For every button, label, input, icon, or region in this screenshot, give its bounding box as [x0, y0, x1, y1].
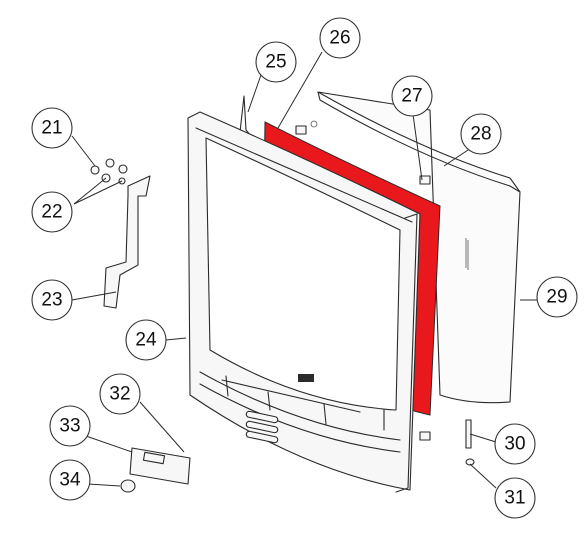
callout-33: 33 [49, 405, 91, 447]
svg-text:24: 24 [135, 330, 157, 351]
callout-27: 27 [391, 75, 433, 117]
hinge-bracket [103, 175, 151, 309]
callout-34: 34 [49, 459, 91, 501]
svg-text:30: 30 [504, 434, 525, 455]
pin-washer [465, 458, 475, 466]
svg-text:21: 21 [41, 118, 62, 139]
svg-text:26: 26 [329, 28, 350, 49]
svg-text:25: 25 [265, 52, 286, 73]
rear-panel [295, 91, 521, 441]
svg-text:28: 28 [470, 124, 491, 145]
callout-24: 24 [125, 319, 167, 361]
svg-text:32: 32 [109, 384, 130, 405]
callout-26: 26 [319, 17, 361, 59]
callout-31: 31 [494, 477, 536, 519]
hinge-pin [465, 419, 472, 449]
callout-29: 29 [536, 276, 578, 318]
svg-text:22: 22 [41, 202, 62, 223]
svg-text:29: 29 [546, 287, 567, 308]
callout-21: 21 [31, 107, 73, 149]
callout-23: 23 [31, 279, 73, 321]
svg-text:34: 34 [59, 470, 81, 491]
handle-plate [129, 447, 191, 485]
svg-text:23: 23 [41, 290, 62, 311]
leader-lines [71, 51, 540, 489]
svg-text:27: 27 [401, 86, 422, 107]
handle-knob [120, 479, 136, 493]
callout-28: 28 [460, 113, 502, 155]
callout-22: 22 [31, 191, 73, 233]
svg-text:31: 31 [504, 488, 525, 509]
callout-32: 32 [99, 373, 141, 415]
callout-30: 30 [494, 423, 536, 465]
screw-and-washers [90, 158, 128, 185]
callout-25: 25 [255, 41, 297, 83]
door-frame [187, 111, 421, 493]
svg-text:33: 33 [59, 416, 80, 437]
